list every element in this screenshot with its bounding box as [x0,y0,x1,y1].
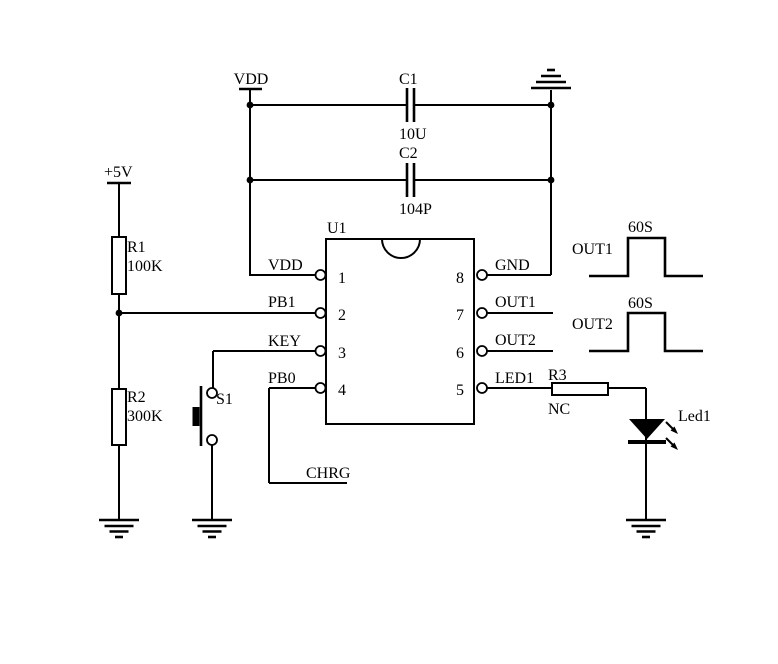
pin-terminal-8 [476,269,488,281]
pin-terminal-5 [476,382,488,394]
earth-ground-r2 [99,518,139,539]
resistor-r3: R3 NC [548,367,609,418]
resistor-r1: R1 100K [111,236,163,295]
pin-label-gnd: GND [495,257,530,274]
r1-body [111,236,127,295]
ic-u1: U1 1 2 3 4 8 7 6 5 VDD PB1 KEY PB0 GND O… [268,220,536,425]
led-arrow-head [670,442,678,450]
pin-label-out1: OUT1 [495,294,536,311]
pin-number-1: 1 [338,270,346,287]
r3-value-label: NC [548,401,570,418]
s1-terminal-bottom [206,434,218,446]
earth-ground-led [626,518,666,539]
pin-number-2: 2 [338,307,346,324]
pin-number-8: 8 [456,270,464,287]
earth-ground-top [531,68,571,90]
r3-body [551,382,609,396]
capacitor-c1: C1 10U [399,71,427,143]
waveform-out2: OUT2 60S [572,295,703,353]
r2-value-label: 300K [127,408,163,425]
junction-dot [246,101,254,109]
pin-label-pb1: PB1 [268,294,296,311]
power-5v-symbol: +5V [104,164,133,185]
r2-ref-label: R2 [127,389,146,406]
junction-dot [246,176,254,184]
out2-waveform-label: OUT2 [572,316,613,333]
vdd-power-label: VDD [234,71,269,88]
led-ref-label: Led1 [678,408,711,425]
s1-actuator [192,407,200,426]
capacitor-c2: C2 104P [399,145,432,218]
pin-number-6: 6 [456,345,464,362]
waveform-out1: OUT1 60S [572,219,703,278]
out2-duration-label: 60S [628,295,653,312]
pin-terminal-6 [476,345,488,357]
r2-body [111,388,127,446]
pin-terminal-3 [314,345,327,357]
pin-label-led1: LED1 [495,370,534,387]
junction-dot [547,101,555,109]
pin-number-4: 4 [338,382,346,399]
pin-terminal-1 [314,269,327,281]
junction-dots [115,101,555,317]
c2-ref-label: C2 [399,145,418,162]
led-anode-triangle [629,419,665,439]
pin-label-vdd: VDD [268,257,303,274]
led-arrow-head [670,426,678,434]
resistor-r2: R2 300K [111,388,163,446]
power-vdd-symbol: VDD [234,71,269,91]
junction-dot [547,176,555,184]
pin-label-out2: OUT2 [495,332,536,349]
pin-number-3: 3 [338,345,346,362]
r1-value-label: 100K [127,258,163,275]
out2-pulse-trace [589,311,703,353]
out1-waveform-label: OUT1 [572,241,613,258]
c1-value-label: 10U [399,126,427,143]
ic-body [325,238,475,425]
out1-duration-label: 60S [628,219,653,236]
pin-terminal-2 [314,307,327,319]
pin-label-pb0: PB0 [268,370,296,387]
r3-ref-label: R3 [548,367,567,384]
junction-dot [115,309,123,317]
c2-value-label: 104P [399,201,432,218]
net-label-chrg: CHRG [306,465,351,482]
earth-ground-s1 [192,518,232,539]
ic-pin1-notch [381,238,421,259]
c1-ref-label: C1 [399,71,418,88]
pin-label-key: KEY [268,333,301,350]
led-light-arrow [665,437,678,450]
pin-number-5: 5 [456,382,464,399]
switch-s1: S1 [192,386,233,446]
pin-terminal-7 [476,307,488,319]
led-light-arrow [665,421,678,434]
ic-ref-label: U1 [327,220,347,237]
5v-power-label: +5V [104,164,133,181]
wires [118,90,647,520]
s1-terminal-top [206,387,218,399]
pin-terminal-4 [314,382,327,394]
s1-ref-label: S1 [216,391,233,408]
pin-number-7: 7 [456,307,464,324]
led-led1: Led1 [628,408,711,450]
out1-pulse-trace [589,236,703,278]
r1-ref-label: R1 [127,239,146,256]
